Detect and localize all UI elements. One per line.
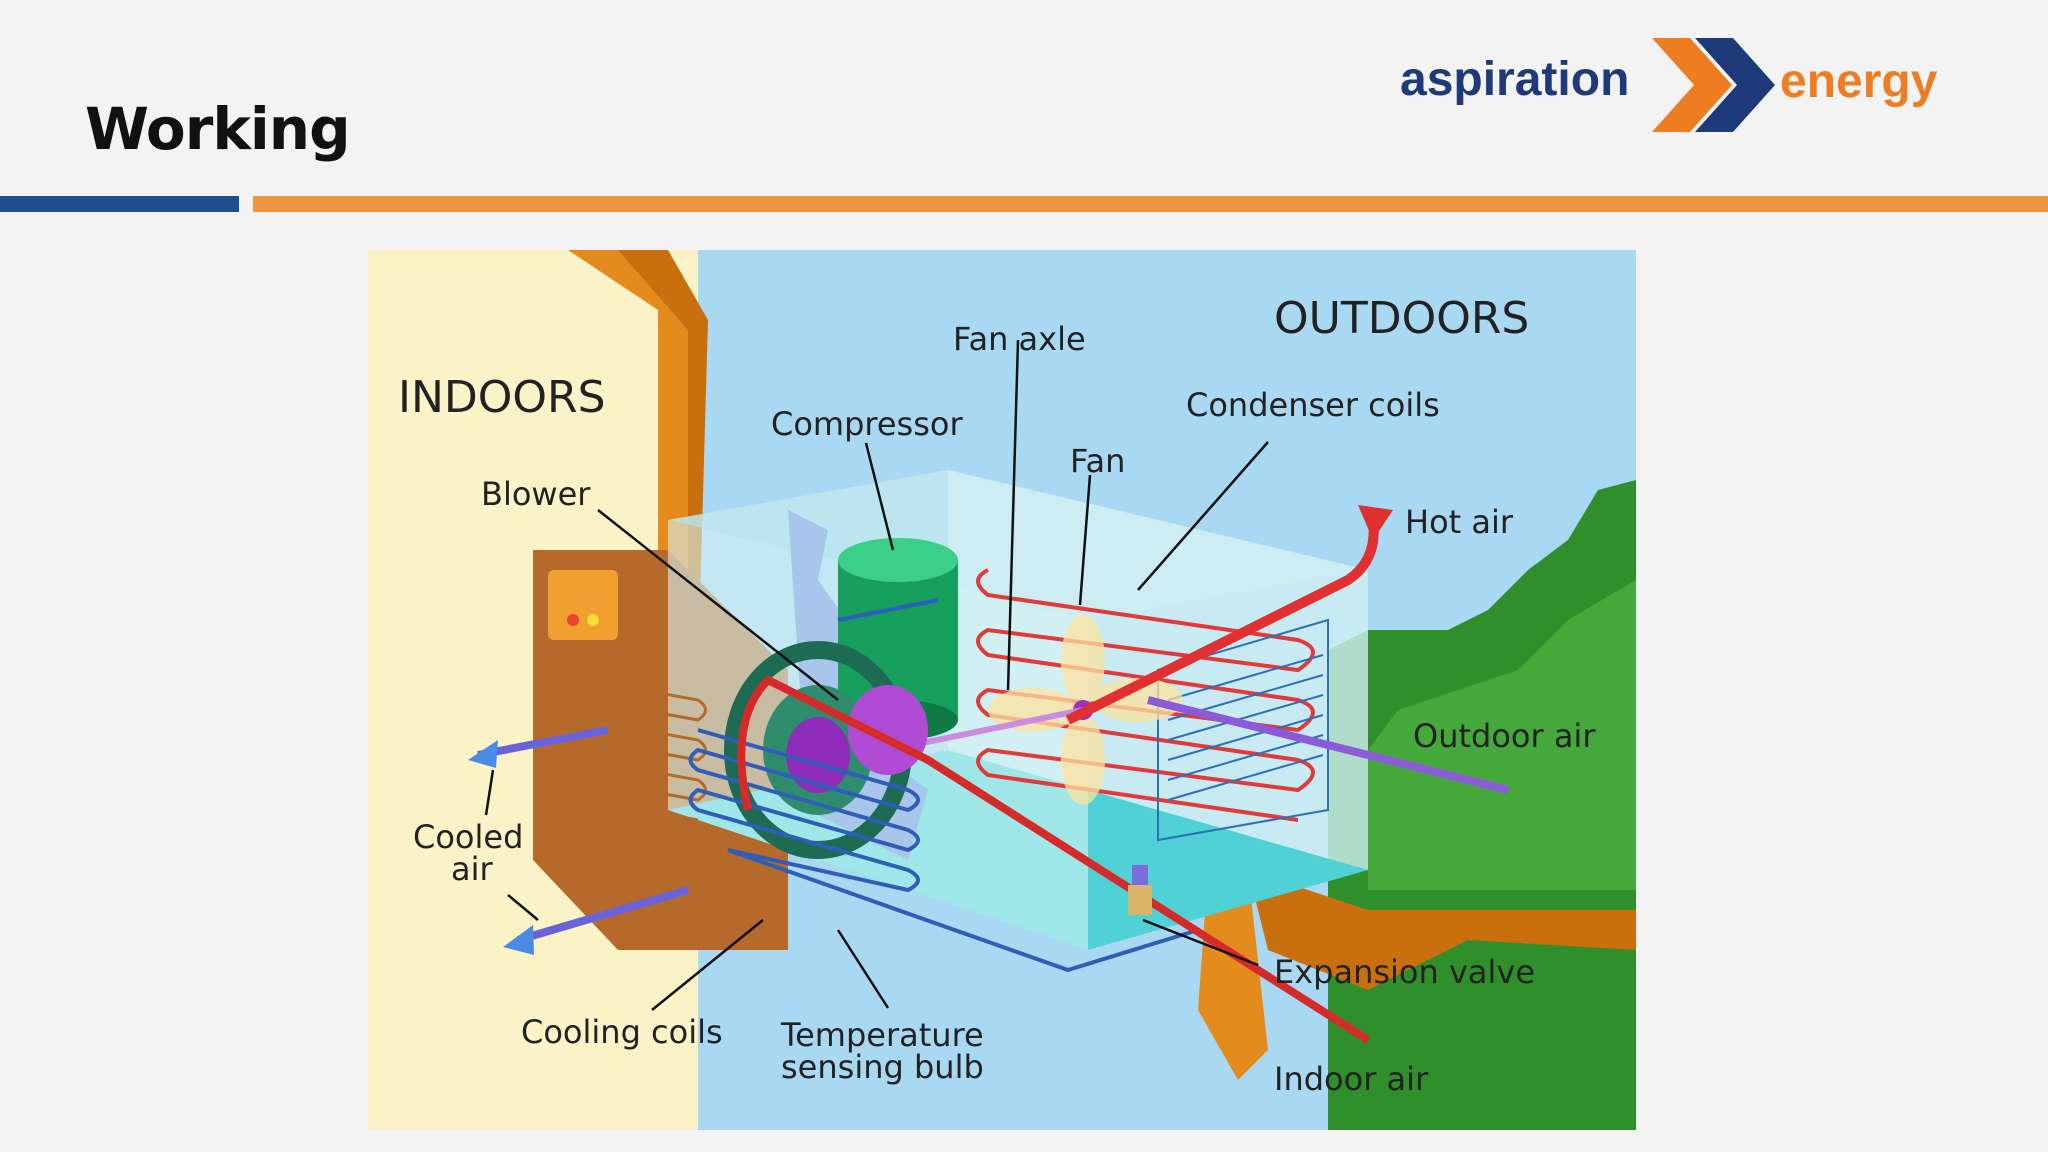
label-hot-air: Hot air [1405, 503, 1514, 541]
label-compressor: Compressor [771, 405, 963, 443]
label-outdoors: OUTDOORS [1274, 293, 1529, 344]
control-knob-icon [587, 614, 599, 626]
label-cooled-air-line2: air [451, 850, 494, 888]
hot-air-arrow-icon [1065, 505, 1393, 725]
cooling-coils-blue [688, 598, 1199, 973]
refrigerant-line [737, 675, 1371, 1044]
label-indoors: INDOORS [398, 372, 606, 423]
logo-word-energy: energy [1780, 55, 1938, 108]
label-fan: Fan [1070, 442, 1125, 480]
roof-bottom-right [1248, 870, 1636, 990]
cooling-coils [579, 678, 707, 822]
label-expansion-valve: Expansion valve [1274, 953, 1535, 991]
label-indoor-air: Indoor air [1274, 1060, 1429, 1098]
logo-word-aspiration: aspiration [1400, 53, 1629, 106]
accent-bar-orange [253, 196, 2048, 212]
house-wall-bottom [1198, 870, 1268, 1080]
label-outdoor-air: Outdoor air [1413, 717, 1596, 755]
control-panel [548, 570, 618, 640]
accent-bar-blue [0, 196, 239, 212]
air-conditioner-diagram: INDOORS OUTDOORS Fan axle Compressor Con… [368, 250, 1636, 1130]
slide-title: Working [85, 95, 351, 163]
label-blower: Blower [481, 475, 591, 513]
label-cooled-air-line1: Cooled [413, 818, 523, 856]
label-temperature-line1: Temperature [780, 1016, 984, 1054]
outdoor-trees-light [1368, 580, 1636, 890]
label-temperature-line2: sensing bulb [781, 1048, 984, 1086]
label-leader-lines [484, 339, 1269, 1011]
aspiration-energy-logo: aspiration energy [1400, 38, 1938, 132]
label-cooling-coils: Cooling coils [521, 1013, 723, 1051]
control-knob-icon [567, 614, 579, 626]
label-fan-axle: Fan axle [953, 320, 1086, 358]
logo-chevrons-icon [1652, 38, 1775, 132]
cooled-air-arrow-icon [468, 726, 690, 955]
fan-icon [988, 615, 1183, 805]
outdoor-air-arrow-icon [1147, 696, 1509, 794]
condenser-coils [976, 568, 1315, 822]
label-condenser-coils: Condenser coils [1186, 386, 1440, 424]
expansion-valve-icon [1128, 865, 1152, 915]
